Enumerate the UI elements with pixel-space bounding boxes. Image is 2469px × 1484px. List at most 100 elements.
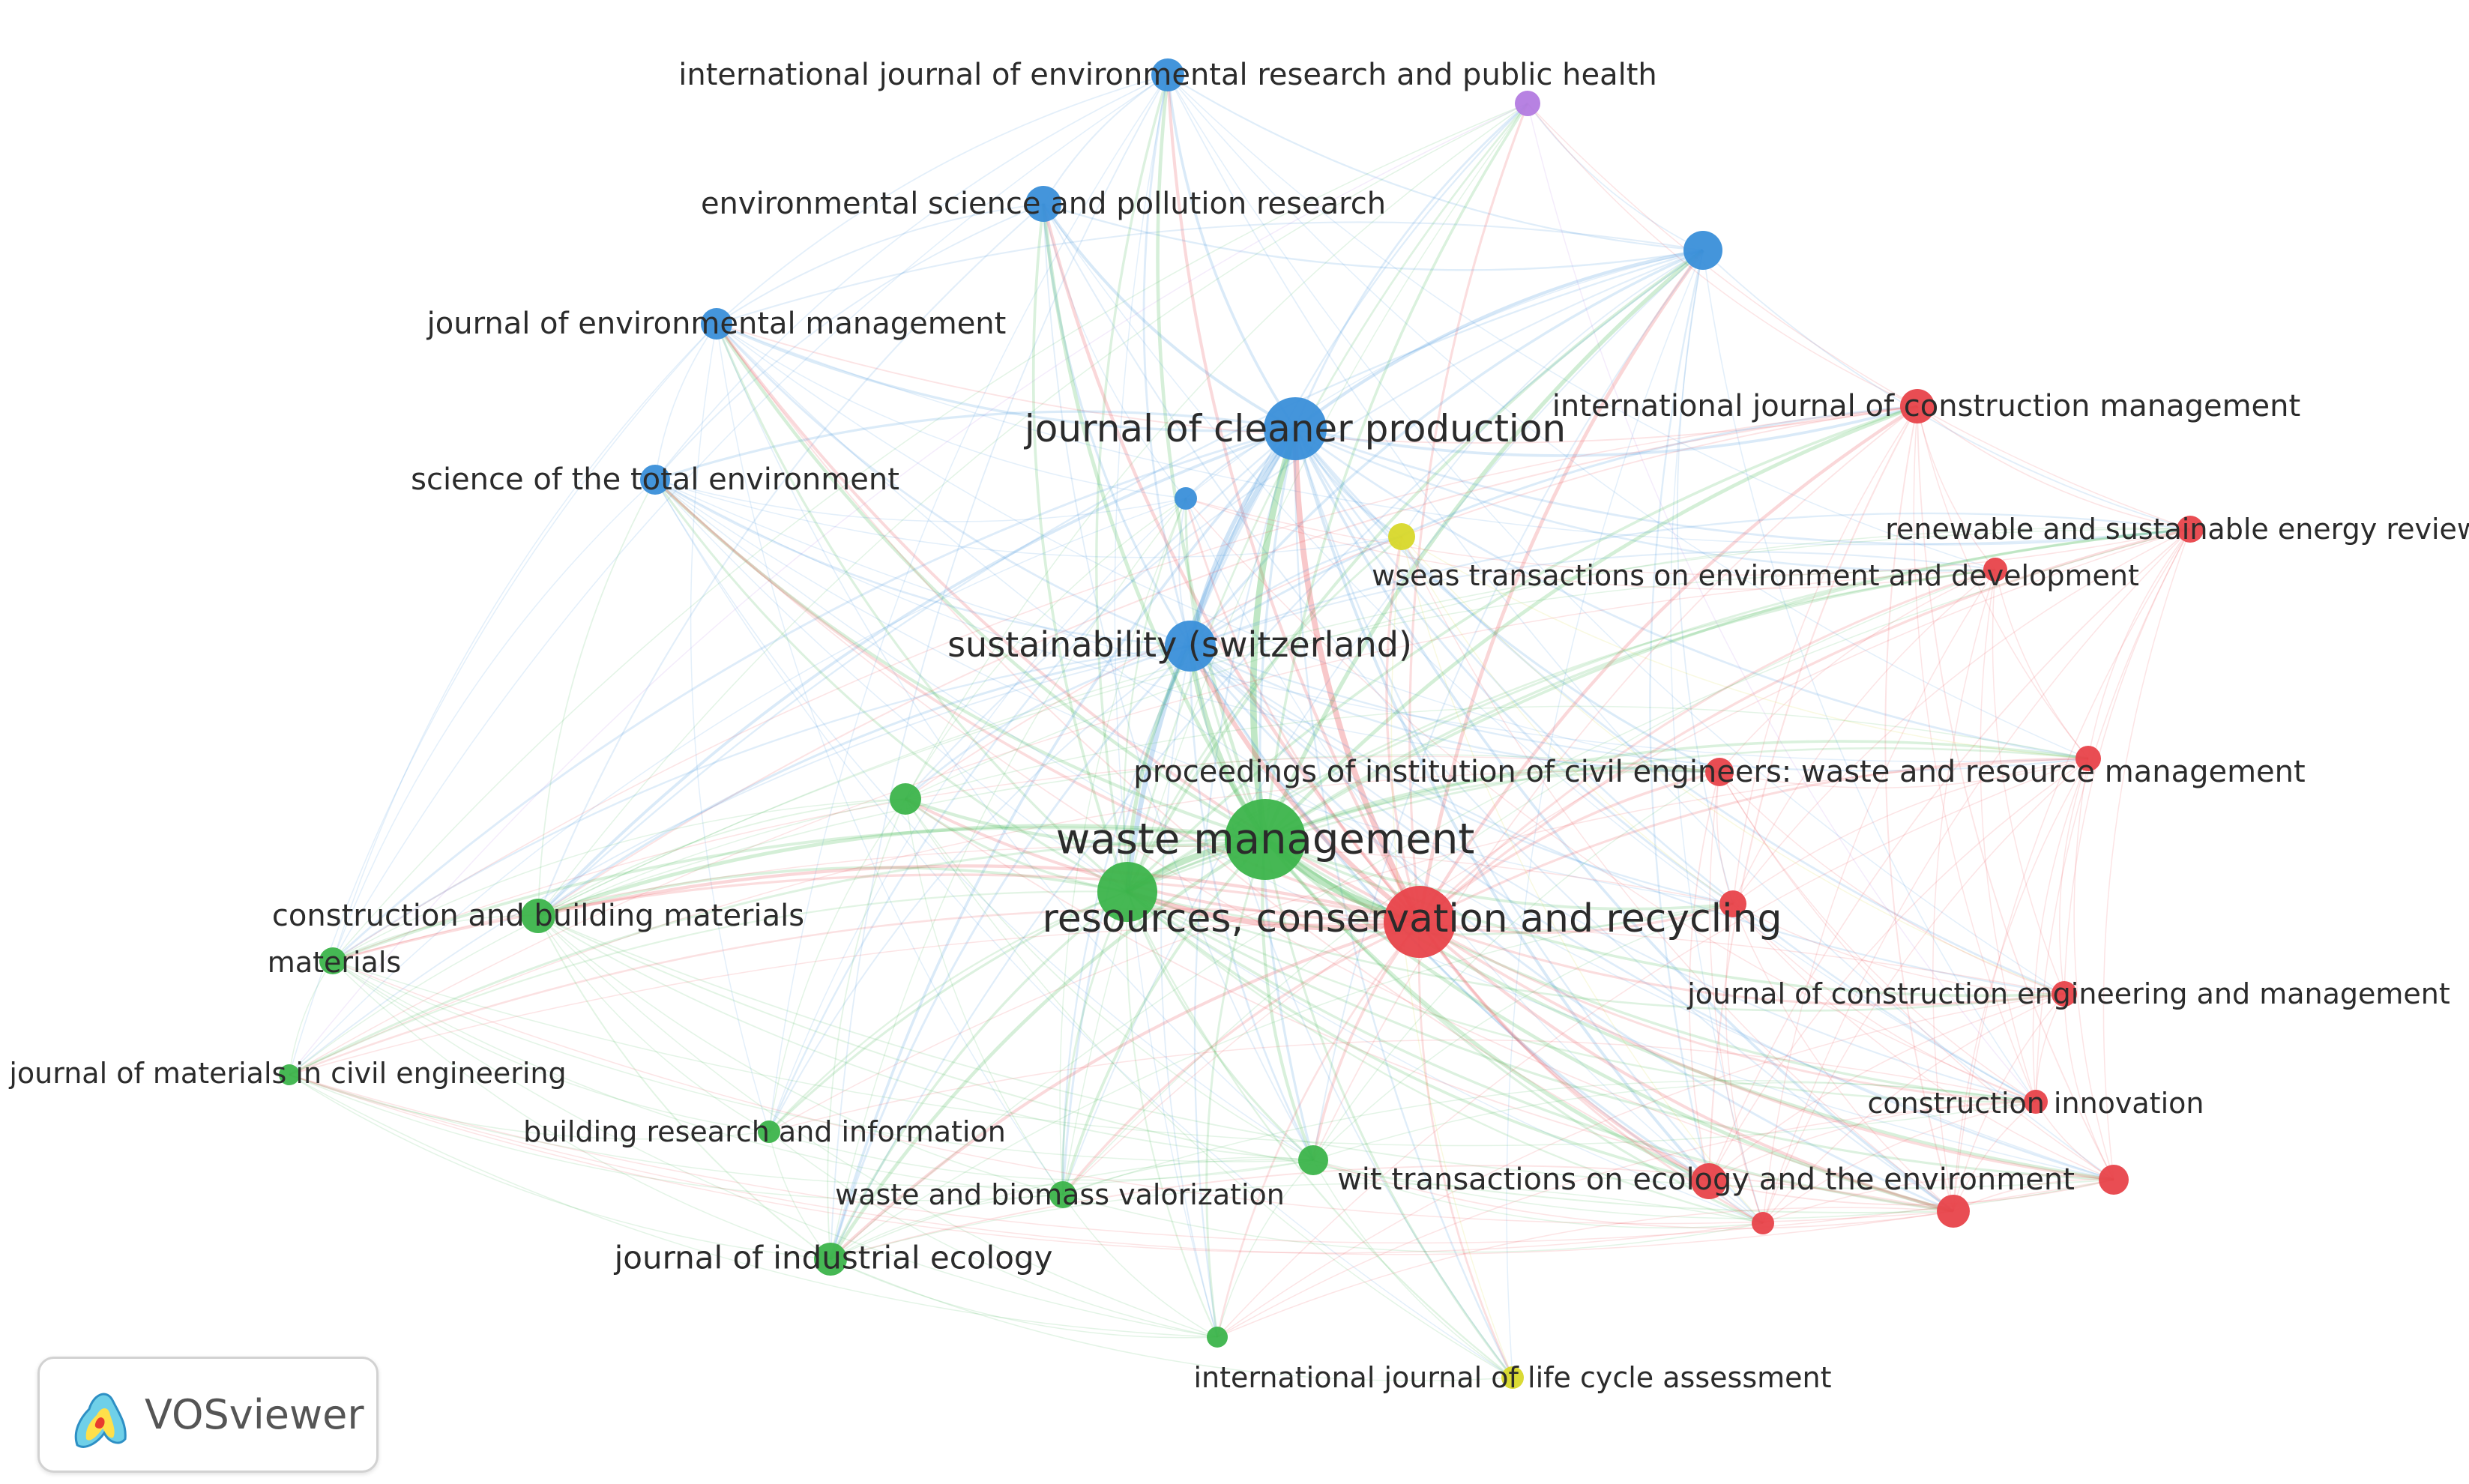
node-n3[interactable] <box>1025 186 1061 222</box>
edge-n4-n17 <box>1263 248 1704 841</box>
edge-n4-n19 <box>1417 249 1704 923</box>
edge-n12-n17 <box>1264 568 1996 841</box>
edge-n23-n25 <box>2035 993 2065 1103</box>
node-n8[interactable] <box>640 465 670 495</box>
node-n34[interactable] <box>1207 1327 1228 1348</box>
edge-n24-n27 <box>289 1074 1314 1187</box>
node-n23[interactable] <box>2052 981 2077 1007</box>
node-n5[interactable] <box>701 308 732 340</box>
edge-n33-n35 <box>830 1258 1513 1381</box>
edge-n14-n27 <box>1312 771 1720 1161</box>
node-label-n26: building research and information <box>523 1115 1006 1148</box>
node-n9[interactable] <box>1175 487 1197 510</box>
node-n11[interactable] <box>2177 516 2204 543</box>
edge-n29-n31 <box>1953 1178 2114 1212</box>
edge-n5-n18 <box>715 323 1129 893</box>
edge-n6-n30 <box>1061 428 1297 1195</box>
edge-n5-n28 <box>716 323 1710 1182</box>
edge-n10-n20 <box>1401 536 1734 905</box>
edge-n2-n22 <box>332 103 1528 962</box>
edge-n15-n31 <box>1953 758 2089 1212</box>
edge-n6-n28 <box>1294 428 1710 1183</box>
node-n22[interactable] <box>319 947 346 974</box>
edge-n12-n20 <box>1732 569 1996 905</box>
node-n13[interactable] <box>1165 621 1216 672</box>
node-n15[interactable] <box>2075 746 2101 771</box>
edge-n9-n24 <box>289 498 1187 1076</box>
label-layer: international journal of environmental r… <box>8 58 2469 1394</box>
edge-n1-n34 <box>1114 74 1218 1338</box>
edge-n2-n21 <box>537 103 1528 917</box>
vosviewer-logo-icon <box>74 1393 127 1448</box>
edge-n13-n15 <box>1190 645 2089 772</box>
edge-n24-n32 <box>289 1074 1764 1254</box>
node-n29[interactable] <box>2099 1165 2129 1195</box>
node-n19[interactable] <box>1384 886 1456 958</box>
edge-n12-n23 <box>1992 569 2065 995</box>
node-n27[interactable] <box>1298 1145 1328 1175</box>
edge-n6-n14 <box>1294 428 1720 773</box>
node-n30[interactable] <box>1049 1181 1076 1208</box>
edge-n1-n22 <box>332 74 1169 962</box>
edge-n7-n12 <box>1917 405 1996 570</box>
node-n1[interactable] <box>1151 58 1184 91</box>
node-n4[interactable] <box>1683 231 1722 270</box>
edge-n17-n20 <box>1264 838 1734 911</box>
edge-n17-n24 <box>289 838 1266 1076</box>
node-label-n3: environmental science and pollution rese… <box>701 187 1386 221</box>
node-n26[interactable] <box>758 1120 780 1143</box>
edge-n22-n27 <box>332 960 1314 1162</box>
node-n7[interactable] <box>1900 389 1935 423</box>
edge-n1-n3 <box>1043 74 1169 205</box>
edge-n5-n27 <box>716 323 1314 1161</box>
edge-n18-n24 <box>289 890 1128 1076</box>
edge-n4-n28 <box>1649 250 1710 1182</box>
node-n25[interactable] <box>2024 1090 2048 1114</box>
node-label-n12: wseas transactions on environment and de… <box>1372 559 2139 592</box>
node-n21[interactable] <box>521 899 555 933</box>
edge-n12-n21 <box>537 569 1996 917</box>
edge-n14-n15 <box>1719 758 2089 788</box>
edge-n16-n24 <box>289 798 906 1076</box>
edge-n14-n21 <box>537 754 1720 917</box>
edge-n23-n24 <box>289 923 2065 1076</box>
node-n24[interactable] <box>279 1064 300 1085</box>
edge-n30-n32 <box>1062 1194 1764 1253</box>
edge-n7-n31 <box>1884 405 1954 1212</box>
node-n28[interactable] <box>1691 1163 1727 1199</box>
edge-n10-n19 <box>1385 536 1421 923</box>
node-n17[interactable] <box>1225 799 1306 880</box>
edge-n11-n31 <box>1953 528 2191 1212</box>
node-n32[interactable] <box>1752 1212 1774 1234</box>
node-n14[interactable] <box>1705 758 1734 786</box>
node-n2[interactable] <box>1515 91 1540 116</box>
edge-n2-n11 <box>1527 103 2191 530</box>
edge-n11-n15 <box>2087 528 2191 759</box>
edge-n17-n35 <box>1264 839 1514 1378</box>
node-n12[interactable] <box>1983 558 2007 582</box>
node-n18[interactable] <box>1097 862 1157 922</box>
node-n6[interactable] <box>1264 397 1327 460</box>
edge-n19-n33 <box>829 920 1420 1261</box>
edge-n13-n29 <box>1190 645 2114 1181</box>
edge-n6-n17 <box>1249 427 1299 840</box>
edge-n29-n32 <box>1762 1174 2114 1224</box>
node-n16[interactable] <box>890 783 921 815</box>
edge-n22-n30 <box>332 960 1064 1195</box>
edge-n6-n25 <box>1294 428 2037 1103</box>
edge-n6-n13 <box>1188 427 1297 647</box>
edge-n17-n31 <box>1264 838 1954 1213</box>
node-n20[interactable] <box>1719 890 1746 917</box>
edge-n4-n5 <box>716 221 1704 325</box>
node-n31[interactable] <box>1937 1195 1970 1228</box>
edge-n14-n23 <box>1719 771 2065 995</box>
edge-n3-n5 <box>716 203 1044 325</box>
node-n10[interactable] <box>1388 523 1415 550</box>
edge-n27-n33 <box>830 1159 1314 1260</box>
edge-n12-n25 <box>1980 569 2037 1103</box>
node-n33[interactable] <box>814 1243 847 1276</box>
node-n35[interactable] <box>1501 1366 1524 1389</box>
edge-n6-n21 <box>537 427 1296 917</box>
edge-n27-n32 <box>1312 1159 1764 1228</box>
edge-n2-n24 <box>289 103 1528 1076</box>
